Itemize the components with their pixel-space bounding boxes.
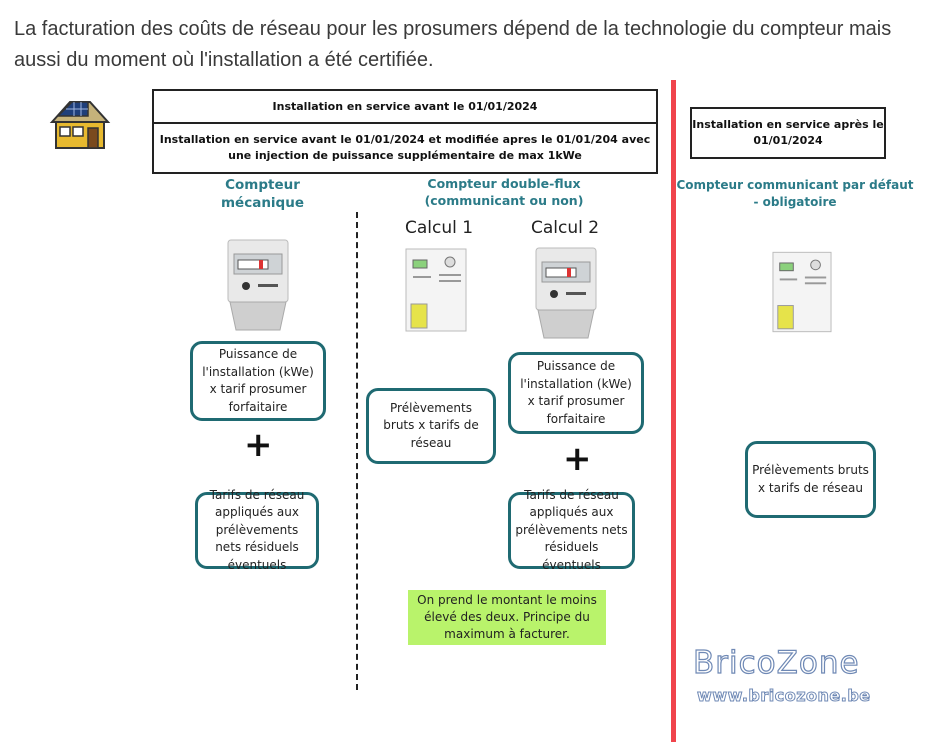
calc1-label: Calcul 1 — [405, 218, 474, 238]
column-title-mechanical: Compteur mécanique — [220, 177, 304, 211]
box-calc1-gross: Prélèvements bruts x tarifs de réseau — [366, 388, 496, 464]
plus-sign: + — [244, 425, 273, 465]
smart-meter-icon — [405, 248, 467, 332]
column-title-dual-flow: Compteur double-flux (communicant ou non… — [424, 176, 584, 208]
box-mech-tariffs: Tarifs de réseau appliqués aux prélèveme… — [195, 488, 319, 572]
header-before-2024-label: Installation en service avant le 01/01/2… — [272, 100, 538, 113]
dashed-divider — [356, 212, 358, 690]
column-title-smart: Compteur communicant par défaut - obliga… — [676, 178, 914, 209]
box-mech-power-text: Puissance de l'installation (kWe) x tari… — [202, 347, 314, 414]
calc2-label: Calcul 2 — [531, 218, 600, 238]
intro-text: La facturation des coûts de réseau pour … — [14, 18, 892, 71]
header-modified-label: Installation en service avant le 01/01/2… — [159, 133, 651, 162]
mechanical-meter-icon — [535, 247, 597, 339]
box-calc2-power-text: Puissance de l'installation (kWe) x tari… — [520, 359, 632, 426]
min-note-text: On prend le montant le moins élevé des d… — [417, 593, 597, 641]
box-calc2-tariffs-text: Tarifs de réseau appliqués aux prélèveme… — [515, 487, 628, 572]
box-mech-tariffs-text: Tarifs de réseau appliqués aux prélèveme… — [209, 487, 305, 572]
box-smart-gross-text: Prélèvements bruts x tarifs de réseau — [752, 463, 869, 495]
box-mech-power: Puissance de l'installation (kWe) x tari… — [190, 341, 326, 421]
plus-sign: + — [563, 439, 592, 479]
min-note: On prend le montant le moins élevé des d… — [408, 590, 606, 645]
house-solar-icon — [49, 101, 111, 149]
smart-meter-icon — [772, 251, 832, 333]
box-smart-gross: Prélèvements bruts x tarifs de réseau — [745, 441, 876, 518]
red-divider — [671, 80, 676, 742]
mechanical-meter-icon — [227, 239, 289, 331]
brand-url[interactable]: www.bricozone.be — [697, 686, 871, 706]
brand-name: BricoZone — [692, 644, 860, 681]
header-modified-after-2024: Installation en service avant le 01/01/2… — [152, 122, 658, 174]
box-calc1-gross-text: Prélèvements bruts x tarifs de réseau — [383, 400, 479, 450]
header-after-2024-label: Installation en service après le 01/01/2… — [692, 118, 884, 147]
box-calc2-power: Puissance de l'installation (kWe) x tari… — [508, 352, 644, 434]
header-after-2024: Installation en service après le 01/01/2… — [690, 107, 886, 159]
header-before-2024: Installation en service avant le 01/01/2… — [152, 89, 658, 123]
box-calc2-tariffs: Tarifs de réseau appliqués aux prélèveme… — [508, 488, 635, 572]
